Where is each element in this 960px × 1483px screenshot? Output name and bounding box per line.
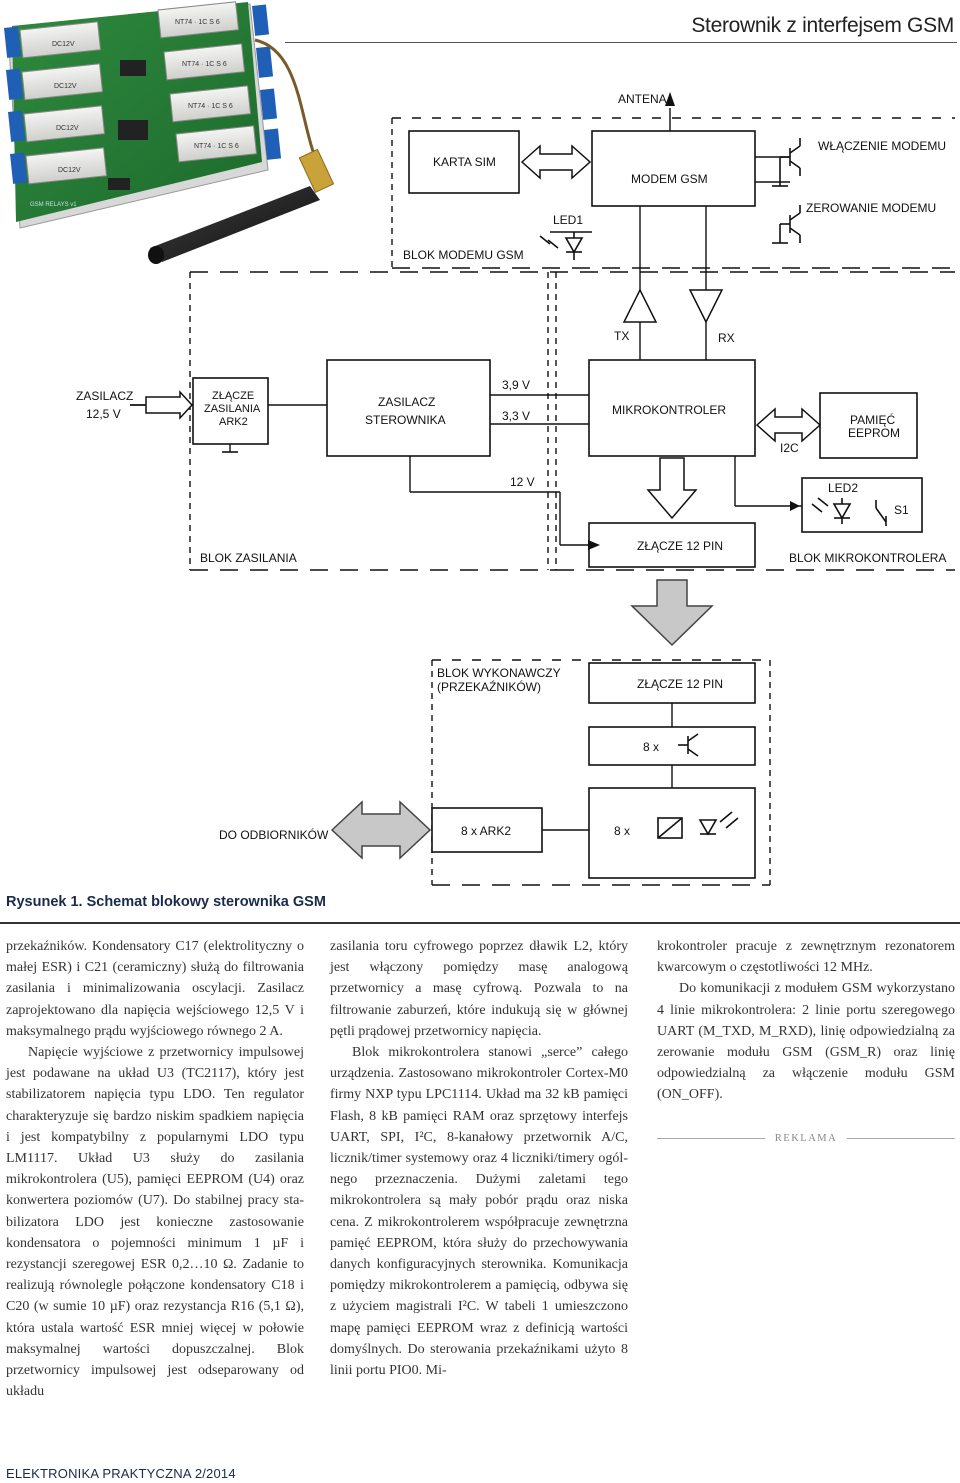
relay-label: DC12V (58, 167, 81, 174)
karta-sim-box (408, 130, 520, 194)
block-diagram: ANTENA KARTA SIM MODEM GSM WŁĄCZENIE MOD… (76, 92, 955, 886)
text-column-1: przekaźników. Kondensatory C17 (elektrol… (6, 936, 304, 1402)
label-3v3: 3,3 V (502, 409, 530, 423)
label-pamiec-1: PAMIĘĆ (850, 412, 895, 427)
label-3v9: 3,9 V (502, 378, 530, 392)
relay-label: NT74 · 1C S 6 (194, 143, 239, 150)
text-column-3: krokontroler pracuje z zewnętrznym rezon… (657, 936, 956, 1149)
relay-label: NT74 · 1C S 6 (175, 19, 220, 26)
label-blok-mikrokontrolera: BLOK MIKROKONTROLERA (789, 551, 946, 565)
header-rule (285, 42, 957, 43)
label-blok-zasilania: BLOK ZASILANIA (200, 551, 297, 565)
label-12v: 12 V (510, 475, 535, 489)
label-do-odbiornikow: DO ODBIORNIKÓW (219, 827, 329, 842)
label-blok-modemu: BLOK MODEMU GSM (403, 248, 524, 262)
label-s1: S1 (894, 503, 909, 517)
label-blok-wykonawczy-1: BLOK WYKONAWCZY (437, 666, 561, 680)
label-wlaczenie-modemu: WŁĄCZENIE MODEMU (818, 139, 946, 153)
mikrokontroler-box (588, 359, 756, 457)
label-zlacze-1: ZŁĄCZE (212, 390, 254, 402)
paragraph: Blok mikrokontrolera stanowi „serce” cał… (330, 1045, 628, 1379)
caption-rule (0, 922, 960, 924)
label-zasilacz-2: 12,5 V (86, 407, 121, 421)
led2-s1-box (801, 477, 923, 533)
label-zasilacz-st-1: ZASILACZ (378, 395, 435, 409)
label-tx: TX (614, 329, 629, 343)
page-header-title: Sterownik z interfejsem GSM (691, 14, 954, 37)
label-mikrokontroler: MIKROKONTROLER (612, 403, 726, 417)
label-karta-sim: KARTA SIM (433, 155, 496, 169)
paragraph: krokontroler pracuje z zewnętrznym rezon… (657, 939, 955, 976)
label-8x-a: 8 x (643, 740, 659, 754)
pamiec-eeprom-box (819, 392, 918, 459)
label-zerowanie-modemu: ZEROWANIE MODEMU (806, 201, 936, 215)
relay-label: DC12V (56, 125, 79, 132)
label-zasilacz-st-2: STEROWNIKA (365, 413, 446, 427)
paragraph: Do komunikacji z modułem GSM wy­korzysta… (657, 981, 955, 1103)
relay-label: DC12V (54, 83, 77, 90)
advertisement-divider: REKLAMA (657, 1128, 956, 1149)
label-pamiec-2: EEPROM (848, 426, 900, 440)
label-led1: LED1 (553, 213, 583, 227)
product-photo: NT74 · 1C S 6 NT74 · 1C S 6 NT74 · 1C S … (4, 1, 335, 264)
relay-label: NT74 · 1C S 6 (182, 61, 227, 68)
label-rx: RX (718, 331, 735, 345)
text-column-2: zasilania toru cyfrowego poprzez dławik … (330, 936, 628, 1381)
label-zlacze-2: ZASILANIA (204, 403, 261, 415)
page-footer: ELEKTRONIKA PRAKTYCZNA 2/2014 (6, 1466, 236, 1481)
label-led2: LED2 (828, 481, 858, 495)
label-blok-wykonawczy-2: (PRZEKAŹNIKÓW) (437, 679, 541, 694)
tranzystor-8x-box (588, 726, 756, 766)
label-i2c: I2C (780, 441, 799, 455)
divider-line (657, 1137, 765, 1139)
paragraph: zasilania toru cyfrowego poprzez dławik … (330, 939, 628, 1039)
label-zlacze-12pin: ZŁĄCZE 12 PIN (637, 539, 723, 553)
figure-caption: Rysunek 1. Schemat blokowy sterownika GS… (6, 894, 326, 910)
board-text: GSM RELAYS v1 (30, 202, 77, 208)
paragraph: przekaźników. Kondensatory C17 (elektrol… (6, 939, 304, 1039)
relay-label: NT74 · 1C S 6 (188, 103, 233, 110)
label-8x-b: 8 x (614, 824, 630, 838)
divider-line (847, 1137, 956, 1139)
paragraph: Napięcie wyjściowe z przetwornicy impuls… (6, 1045, 304, 1400)
label-zasilacz-1: ZASILACZ (76, 389, 133, 403)
relay-label: DC12V (52, 41, 75, 48)
label-antena: ANTENA (618, 92, 667, 106)
label-zlacze-3: ARK2 (219, 416, 248, 428)
label-ark2-8x: 8 x ARK2 (461, 824, 511, 838)
reklama-label: REKLAMA (774, 1132, 838, 1144)
label-modem-gsm: MODEM GSM (631, 172, 708, 186)
label-zlacze-12pin-2: ZŁĄCZE 12 PIN (637, 677, 723, 691)
zlacze-12pin-box (588, 522, 756, 568)
zasilacz-sterownika-box (326, 359, 491, 457)
modem-gsm-box (591, 130, 756, 207)
